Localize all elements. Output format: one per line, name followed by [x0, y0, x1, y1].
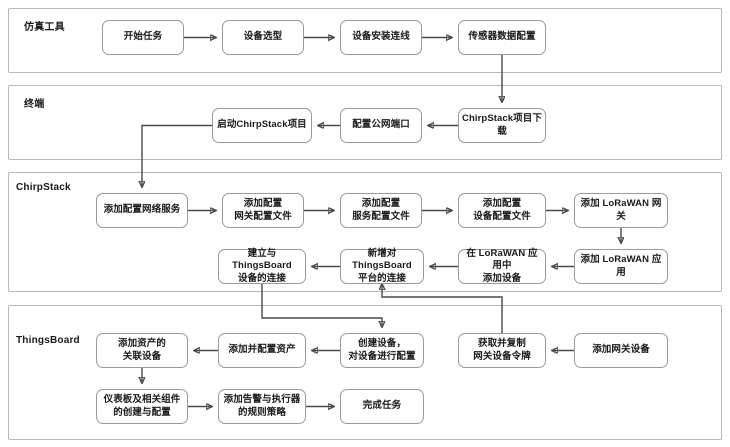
- process-node-n02[interactable]: 设备选型: [222, 20, 304, 55]
- process-node-n15[interactable]: 新增对ThingsBoard 平台的连接: [340, 248, 424, 284]
- process-node-n12[interactable]: 添加 LoRaWAN 网关: [574, 193, 668, 228]
- swimlane-label: 终端: [24, 99, 45, 110]
- process-node-n05[interactable]: ChirpStack项目下载: [458, 108, 546, 143]
- process-node-n21[interactable]: 添加资产的 关联设备: [96, 333, 188, 368]
- swimlane-label: 仿真工具: [24, 22, 65, 33]
- process-node-n10[interactable]: 添加配置 服务配置文件: [340, 193, 422, 228]
- process-node-n17[interactable]: 添加网关设备: [574, 333, 668, 368]
- process-node-n19[interactable]: 创建设备， 对设备进行配置: [340, 333, 424, 368]
- process-node-n14[interactable]: 在 LoRaWAN 应用中 添加设备: [458, 248, 546, 284]
- process-node-n18[interactable]: 获取并复制 网关设备令牌: [458, 333, 546, 368]
- process-node-n16[interactable]: 建立与ThingsBoard 设备的连接: [218, 248, 306, 284]
- process-node-n01[interactable]: 开始任务: [102, 20, 184, 55]
- process-node-n22[interactable]: 仪表板及相关组件 的创建与配置: [96, 389, 188, 424]
- process-node-n08[interactable]: 添加配置网络服务: [96, 193, 188, 228]
- process-node-n09[interactable]: 添加配置 网关配置文件: [222, 193, 304, 228]
- process-node-n20[interactable]: 添加并配置资产: [218, 333, 306, 368]
- process-node-n24[interactable]: 完成任务: [340, 389, 424, 424]
- swimlane-label: ThingsBoard: [16, 335, 80, 346]
- process-node-n13[interactable]: 添加 LoRaWAN 应用: [574, 249, 668, 284]
- process-node-n03[interactable]: 设备安装连线: [340, 20, 422, 55]
- process-node-n07[interactable]: 启动ChirpStack项目: [212, 108, 312, 143]
- process-node-n11[interactable]: 添加配置 设备配置文件: [458, 193, 546, 228]
- process-node-n23[interactable]: 添加告警与执行器 的规则策略: [218, 389, 306, 424]
- process-node-n04[interactable]: 传感器数据配置: [458, 20, 546, 55]
- swimlane-label: ChirpStack: [16, 182, 71, 193]
- process-node-n06[interactable]: 配置公网端口: [340, 108, 422, 143]
